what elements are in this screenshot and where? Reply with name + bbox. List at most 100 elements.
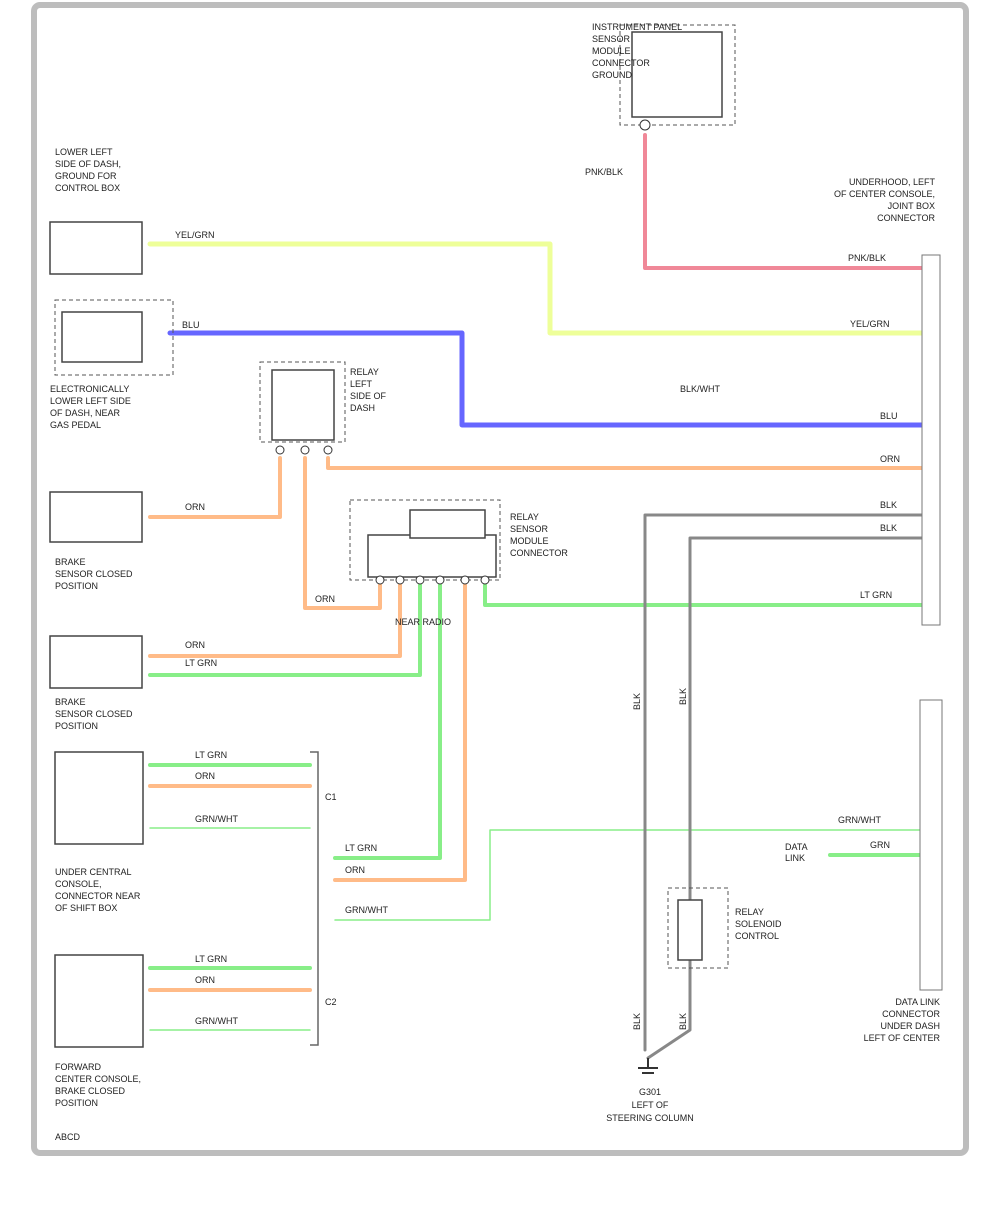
label-line: INSTRUMENT PANEL <box>592 22 682 32</box>
wire-label-orn-d: ORN <box>195 771 215 781</box>
wire-label-grn-wht-a: GRN/WHT <box>195 814 238 824</box>
label-line: CONNECTOR <box>877 213 935 223</box>
label-line: CONSOLE, <box>55 879 102 889</box>
wire-label-blk-g2: BLK <box>678 1013 688 1030</box>
instrument-panel-module <box>619 24 736 131</box>
label-line: RELAY <box>735 907 764 917</box>
label-line: BRAKE CLOSED <box>55 1086 126 1096</box>
relay-top <box>259 361 346 455</box>
connector-bracket <box>310 751 319 1046</box>
label-line: CONNECTOR <box>510 548 568 558</box>
label-line: DATA LINK <box>895 997 940 1007</box>
brake-sensor-1 <box>49 491 143 543</box>
ground-symbol <box>638 1058 658 1074</box>
wire-label-grn-wht-d: GRN/WHT <box>838 815 881 825</box>
label-line: LOWER LEFT <box>55 147 113 157</box>
wire-label-orn-b: ORN <box>315 594 335 604</box>
wire-label-yel-grn: YEL/GRN <box>175 230 215 240</box>
black-wire-ground-2 <box>646 536 937 1060</box>
label-line: OF DASH, NEAR <box>50 408 121 418</box>
console-connector <box>54 751 144 845</box>
ground-control-box <box>49 221 143 275</box>
wire-label-blk-v1: BLK <box>632 693 642 710</box>
brake-sensor-1-label: BRAKE SENSOR CLOSED POSITION <box>55 557 133 591</box>
label-line: UNDER DASH <box>880 1021 940 1031</box>
wire-label-orn-f: ORN <box>345 865 365 875</box>
label-line: CONTROL BOX <box>55 183 120 193</box>
wire-label-blk-1: BLK <box>880 500 897 510</box>
label-line: SENSOR CLOSED <box>55 569 133 579</box>
console-connector-label: UNDER CENTRAL CONSOLE, CONNECTOR NEAR OF SH… <box>55 867 141 913</box>
pink-wire <box>643 133 937 270</box>
wire-label-lt-grn-a: LT GRN <box>185 658 217 668</box>
forward-console-sensor <box>54 954 144 1048</box>
label-line: DATA <box>785 842 808 852</box>
c2-label: C2 <box>325 997 337 1007</box>
wire-label-lt-grn-b: LT GRN <box>195 750 227 760</box>
wire-label-orn-e: ORN <box>195 975 215 985</box>
label-line: LINK <box>785 853 805 863</box>
label-line: DASH <box>350 403 375 413</box>
label-line: MODULE <box>592 46 631 56</box>
relay-center-label: RELAY SENSOR MODULE CONNECTOR <box>510 512 568 558</box>
wire-label-yel-grn-b: YEL/GRN <box>850 319 890 329</box>
thin-green-wire <box>334 829 936 921</box>
reference-code: ABCD <box>55 1132 81 1142</box>
gas-pedal-sensor <box>54 299 174 376</box>
label-line: RELAY <box>350 367 379 377</box>
orange-wire-right <box>326 456 937 470</box>
wire-label-blk-v2: BLK <box>678 688 688 705</box>
label-line: RELAY <box>510 512 539 522</box>
wire-label-lt-grn: LT GRN <box>860 590 892 600</box>
orange-wire-brake-2 <box>148 583 402 658</box>
wire-label-blu: BLU <box>182 320 200 330</box>
wire-label-orn-a: ORN <box>185 502 205 512</box>
label-line: CONNECTOR <box>592 58 650 68</box>
relay-top-label: RELAY LEFT SIDE OF DASH <box>350 367 387 413</box>
label-line: CONTROL <box>735 931 779 941</box>
label-line: SENSOR <box>510 524 549 534</box>
label-line: LEFT <box>350 379 373 389</box>
label-line: OF CENTER CONSOLE, <box>834 189 935 199</box>
wire-label-grn-wht-b: GRN/WHT <box>195 1016 238 1026</box>
label-line: ELECTRONICALLY <box>50 384 129 394</box>
splice-label: NEAR RADIO <box>395 617 451 627</box>
label-line: BRAKE <box>55 557 86 567</box>
wire-label-pink: PNK/BLK <box>585 167 623 177</box>
orange-wire-brake <box>148 456 282 519</box>
gas-pedal-sensor-label: ELECTRONICALLY LOWER LEFT SIDE OF DASH, NE… <box>50 384 131 430</box>
diagram-frame <box>31 2 969 1156</box>
label-line: POSITION <box>55 581 98 591</box>
black-wire-ground-1 <box>643 513 937 1052</box>
label-line: MODULE <box>510 536 549 546</box>
label-line: OF SHIFT BOX <box>55 903 117 913</box>
wire-label-orn-c: ORN <box>185 640 205 650</box>
green-wire-console <box>333 583 442 860</box>
label-line: POSITION <box>55 1098 98 1108</box>
label-line: BRAKE <box>55 697 86 707</box>
label-line: CENTER CONSOLE, <box>55 1074 141 1084</box>
solenoid-relay <box>667 887 729 969</box>
solenoid-relay-label: RELAY SOLENOID CONTROL <box>735 907 782 941</box>
wire-label-blk-2: BLK <box>880 523 897 533</box>
ground-sub: LEFT OF <box>632 1100 669 1110</box>
label-line: GAS PEDAL <box>50 420 101 430</box>
wire-label-blu-b: BLU <box>880 411 898 421</box>
label-line: GROUND <box>592 70 632 80</box>
label-line: UNDER CENTRAL <box>55 867 132 877</box>
label-line: SIDE OF <box>350 391 387 401</box>
label-line: SOLENOID <box>735 919 782 929</box>
wire-label-grn-wht-c: GRN/WHT <box>345 905 388 915</box>
relay-center <box>349 499 501 585</box>
wire-label-lt-grn-c: LT GRN <box>195 954 227 964</box>
label-line: CONNECTOR NEAR <box>55 891 141 901</box>
label-line: LOWER LEFT SIDE <box>50 396 131 406</box>
green-wire-brake-2 <box>148 583 422 677</box>
wire-label-blk-g1: BLK <box>632 1013 642 1030</box>
